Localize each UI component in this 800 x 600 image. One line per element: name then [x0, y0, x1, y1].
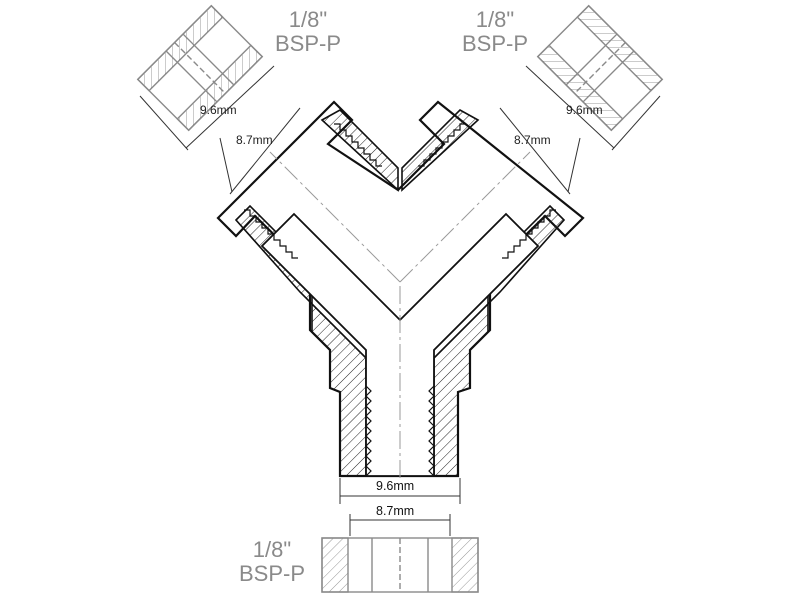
dim-bottom-inner: 8.7mm [376, 504, 414, 518]
dim-left-inner: 8.7mm [236, 133, 273, 147]
dim-right-outer: 9.6mm [566, 103, 603, 117]
top-right-thread-label: 1/8" BSP-P [455, 8, 535, 56]
top-right-thread: BSP-P [461, 31, 529, 56]
top-left-thread-label: 1/8" BSP-P [268, 8, 348, 56]
top-right-size: 1/8" [475, 7, 515, 32]
top-left-thread: BSP-P [274, 31, 342, 56]
thread-teeth [244, 123, 556, 477]
top-left-size: 1/8" [288, 7, 328, 32]
dim-right-inner: 8.7mm [514, 133, 551, 147]
top-left-thread-fitting [136, 4, 264, 132]
bottom-thread-label: 1/8" BSP-P [232, 538, 312, 586]
dimension-lines [139, 65, 661, 536]
y-fitting-body [216, 100, 585, 478]
bottom-thread-fitting [321, 537, 479, 593]
center-lines [269, 151, 531, 478]
bottom-size: 1/8" [252, 537, 292, 562]
bottom-thread: BSP-P [238, 561, 306, 586]
top-right-thread-fitting [536, 4, 664, 132]
dim-left-outer: 9.6mm [200, 103, 237, 117]
dim-bottom-outer: 9.6mm [376, 479, 414, 493]
